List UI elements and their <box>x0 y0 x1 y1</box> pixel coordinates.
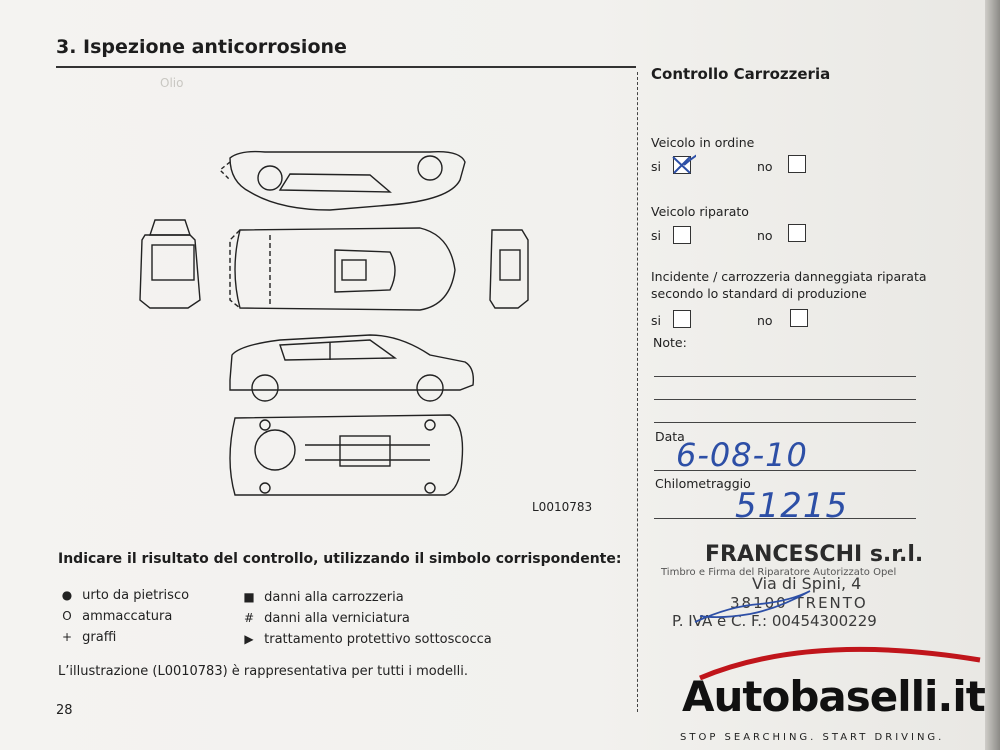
legend-item: ● urto da pietrisco <box>56 588 189 603</box>
notes-label: Note: <box>653 335 687 350</box>
no-label: no <box>757 313 773 328</box>
legend-label: graffi <box>82 630 117 645</box>
legend-label: trattamento protettivo sottoscocca <box>264 632 492 647</box>
instructions-title: Indicare il risultato del controllo, uti… <box>58 551 622 567</box>
date-label: Data <box>655 429 685 444</box>
legend-label: ammaccatura <box>82 609 173 624</box>
car-top-view <box>229 227 456 311</box>
question-vehicle-ok: Veicolo in ordine <box>651 135 755 150</box>
legend-item: O ammaccatura <box>56 609 172 624</box>
car-side-view <box>229 334 475 402</box>
panel-title: Controllo Carrozzeria <box>651 65 831 83</box>
yes-label: si <box>651 159 661 174</box>
brand-logo: Autobaselli.it <box>682 672 986 721</box>
date-line[interactable] <box>654 470 916 471</box>
car-diagram <box>130 140 630 510</box>
yes-label: si <box>651 228 661 243</box>
checkbox-vehicle-ok-no[interactable] <box>788 155 806 173</box>
signature-icon <box>694 590 811 623</box>
legend-symbol: O <box>62 609 72 623</box>
question-accident-line2: secondo lo standard di produzione <box>651 286 867 301</box>
mileage-line[interactable] <box>654 518 916 519</box>
checkmark-icon <box>672 156 691 174</box>
checkbox-accident-yes[interactable] <box>673 310 691 328</box>
no-label: no <box>757 228 773 243</box>
brand-tagline: STOP SEARCHING. START DRIVING. <box>680 732 945 743</box>
checkbox-repaired-no[interactable] <box>788 224 806 242</box>
legend-symbol: ▶ <box>244 632 254 646</box>
checkbox-repaired-yes[interactable] <box>673 226 691 244</box>
column-divider <box>637 72 639 712</box>
title-divider <box>56 66 636 68</box>
legend-label: danni alla verniciatura <box>264 611 410 626</box>
car-underbody-view <box>229 414 464 496</box>
footnote: L’illustrazione (L0010783) è rappresenta… <box>58 664 468 679</box>
handwritten-mileage: 51215 <box>735 486 849 526</box>
notes-line[interactable] <box>654 422 916 423</box>
legend-symbol: # <box>243 611 255 625</box>
car-upside-down-view <box>218 150 466 211</box>
page-number: 28 <box>56 703 73 718</box>
section-title: 3. Ispezione anticorrosione <box>56 36 347 58</box>
car-front-view <box>139 219 201 309</box>
yes-label: si <box>651 313 661 328</box>
legend-label: danni alla carrozzeria <box>264 590 404 605</box>
no-label: no <box>757 159 773 174</box>
stamp-city: 38100 TRENTO <box>730 594 868 612</box>
page-edge <box>985 0 1000 750</box>
legend-symbol: ■ <box>243 590 255 604</box>
stamp-address: Via di Spini, 4 <box>752 574 862 593</box>
stamp-caption: Timbro e Firma del Riparatore Autorizzat… <box>661 567 897 578</box>
notes-line[interactable] <box>654 399 916 400</box>
handwritten-date: 6-08-10 <box>676 436 808 474</box>
show-through-text: Olio <box>160 76 184 90</box>
question-vehicle-repaired: Veicolo riparato <box>651 204 749 219</box>
question-accident-line1: Incidente / carrozzeria danneggiata ripa… <box>651 269 927 284</box>
legend-item: ■ danni alla carrozzeria <box>238 590 404 605</box>
legend-label: urto da pietrisco <box>82 588 190 603</box>
legend-symbol: ● <box>61 588 73 602</box>
legend-symbol: + <box>61 630 73 644</box>
car-rear-view <box>489 229 529 309</box>
brand-swoosh-icon <box>699 646 981 680</box>
legend-item: ▶ trattamento protettivo sottoscocca <box>238 632 492 647</box>
figure-code: L0010783 <box>532 500 593 514</box>
stamp-company: FRANCESCHI s.r.l. <box>705 542 924 567</box>
legend-item: # danni alla verniciatura <box>238 611 410 626</box>
mileage-label: Chilometraggio <box>655 476 751 491</box>
checkbox-vehicle-ok-yes[interactable] <box>672 154 696 174</box>
notes-line[interactable] <box>654 376 916 377</box>
checkbox-accident-no[interactable] <box>790 309 808 327</box>
legend-item: + graffi <box>56 630 116 645</box>
